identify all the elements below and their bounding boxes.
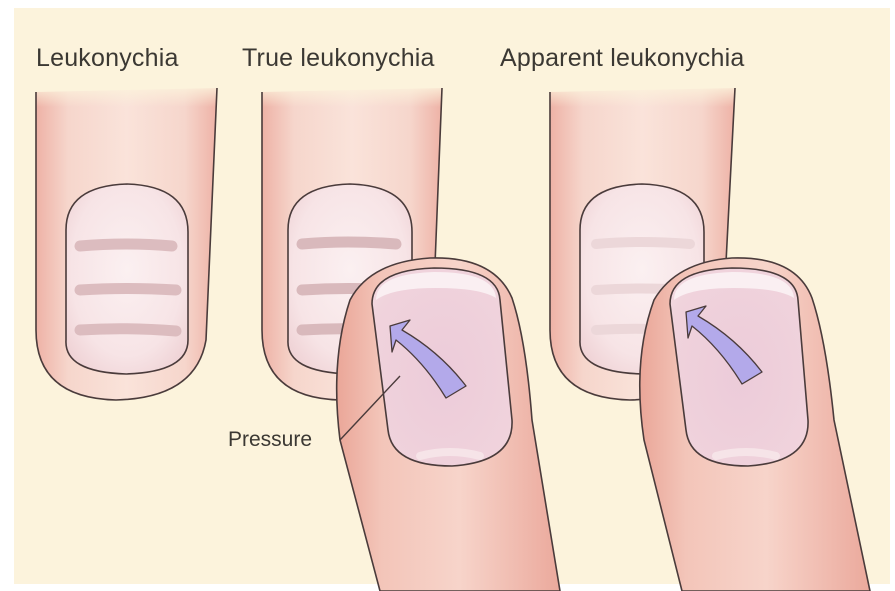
nail-leukonychia	[66, 184, 188, 374]
caption-leukonychia: Leukonychia	[36, 44, 179, 72]
finger-leukonychia	[34, 86, 220, 400]
pressure-label: Pressure	[228, 428, 312, 451]
caption-true-leukonychia: True leukonychia	[242, 44, 435, 72]
caption-apparent-leukonychia: Apparent leukonychia	[500, 44, 744, 72]
